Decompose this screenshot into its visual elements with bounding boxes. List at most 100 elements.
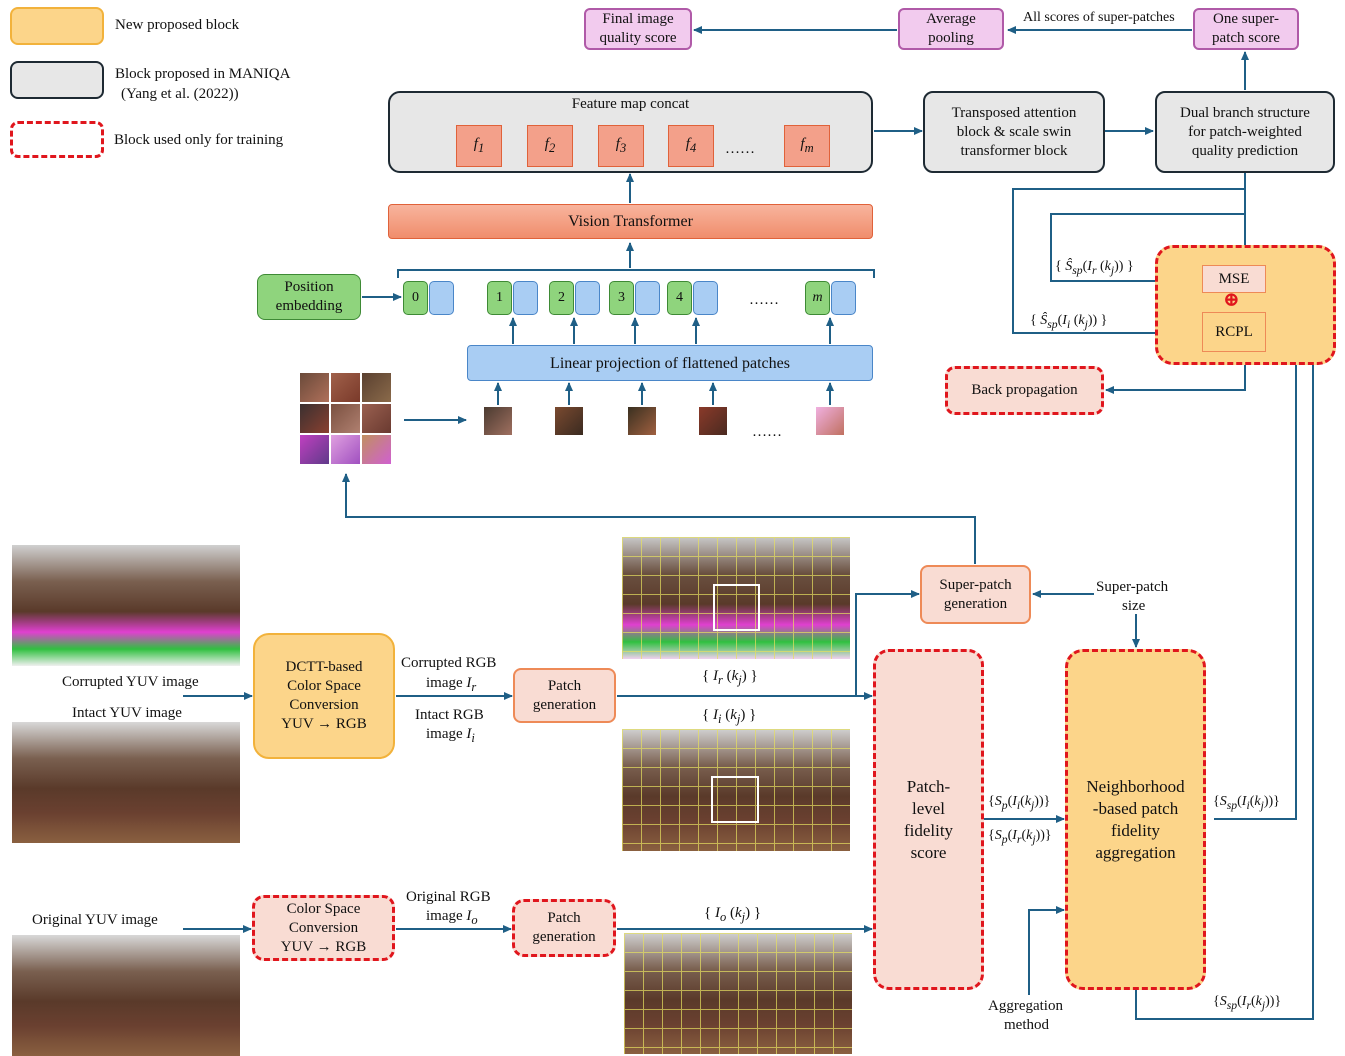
super-patch-size-line1: Super-patch	[1096, 579, 1169, 595]
patch-level-fidelity-box: Patch- level fidelity score	[873, 649, 984, 990]
intact-image	[12, 722, 240, 843]
dctt-line2: Color Space	[287, 678, 361, 694]
patch-thumb-1	[484, 407, 512, 435]
token-1-embed	[513, 281, 538, 315]
patch-thumb-2	[555, 407, 583, 435]
neighborhood-line2: -based patch	[1092, 798, 1179, 818]
patch-ellipsis: ……	[752, 424, 782, 440]
patch-thumb-4	[699, 407, 727, 435]
legend-new-block-swatch	[10, 7, 104, 45]
patch-level-line2: level	[911, 798, 946, 818]
corrupted-rgb-line1: Corrupted RGB	[401, 655, 497, 671]
csc-line3: YUV → RGB	[280, 938, 367, 955]
super-patch-gen-box: Super-patch generation	[920, 565, 1031, 624]
final-score-box: Final image quality score	[584, 8, 692, 50]
token-3: 3	[609, 281, 634, 315]
one-score-line1: One super-	[1213, 11, 1279, 27]
original-yuv-label: Original YUV image	[32, 912, 158, 928]
patch-gen-line2: generation	[532, 696, 597, 713]
token-m-label: m	[812, 290, 823, 305]
original-patch-grid	[624, 933, 852, 1054]
vision-transformer-label: Vision Transformer	[568, 213, 693, 230]
set-ir-label: { Ir (kj) }	[702, 668, 758, 687]
dual-branch-line2: for patch-weighted	[1188, 123, 1302, 140]
token-2: 2	[549, 281, 574, 315]
patch-gen-original-line1: Patch	[547, 910, 581, 926]
csc-line1: Color Space	[286, 900, 361, 917]
token-2-embed	[575, 281, 600, 315]
aggregation-method-line2: method	[1004, 1017, 1049, 1033]
token-ellipsis: ……	[749, 292, 779, 308]
all-scores-label: All scores of super-patches	[1023, 10, 1175, 25]
average-pooling-line2: pooling	[928, 30, 974, 46]
plus-icon: ⊕	[1223, 289, 1240, 311]
grid-cell	[331, 373, 360, 402]
grid-cell	[300, 404, 329, 433]
dctt-line3: Conversion	[289, 697, 359, 713]
grid-cell	[362, 373, 391, 402]
dual-branch-line1: Dual branch structure	[1180, 104, 1310, 121]
legend-training-label: Block used only for training	[114, 132, 284, 148]
patch-gen-original-box: Patch generation	[512, 899, 616, 957]
super-patch-size-line2: size	[1122, 598, 1146, 614]
patch-gen-box: Patch generation	[513, 668, 616, 723]
feature-ellipsis: ……	[725, 141, 755, 157]
mse-label: MSE	[1218, 270, 1250, 287]
intact-rgb-line1: Intact RGB	[415, 707, 484, 723]
average-pooling-line1: Average	[926, 11, 976, 27]
corrupted-patch-grid	[622, 537, 850, 659]
token-m: m	[805, 281, 830, 315]
token-0: 0	[403, 281, 428, 315]
aggregation-method-line1: Aggregation	[988, 998, 1063, 1014]
legend-maniqa-citation: (Yang et al. (2022))	[121, 86, 239, 102]
legend-new-block-label: New proposed block	[115, 17, 240, 33]
legend-training-swatch	[10, 121, 104, 158]
set-io-label: { Io (kj) }	[704, 905, 762, 924]
patch-gen-original-line2: generation	[532, 929, 596, 945]
grid-cell	[362, 404, 391, 433]
token-4-label: 4	[676, 290, 683, 305]
intact-patch-grid	[622, 729, 850, 851]
patch-thumb-m	[816, 407, 844, 435]
final-score-line1: Final image	[602, 11, 674, 27]
original-rgb-line1: Original RGB	[406, 889, 491, 905]
super-patch-gen-line1: Super-patch	[939, 576, 1012, 593]
label-s-hat-r: { Ŝsp(Ir (kj)) }	[1055, 259, 1134, 277]
transposed-line2: block & scale swin	[956, 123, 1072, 140]
dual-branch-box: Dual branch structure for patch-weighted…	[1155, 91, 1335, 173]
token-4-embed	[693, 281, 718, 315]
token-1-label: 1	[496, 290, 503, 305]
one-score-line2: patch score	[1212, 30, 1280, 46]
corrupted-rgb-line2: image Ir	[426, 675, 477, 694]
grid-overlay	[624, 933, 852, 1054]
super-patch-highlight	[711, 776, 759, 823]
token-1: 1	[487, 281, 512, 315]
ssp-ir-label: {Ssp(Ir(kj))}	[1213, 994, 1282, 1012]
sp-ii-label: {Sp(Ii(kj))}	[988, 794, 1051, 812]
neighborhood-aggregation-box: Neighborhood -based patch fidelity aggre…	[1065, 649, 1206, 990]
final-score-line2: quality score	[599, 30, 677, 46]
transposed-line3: transformer block	[960, 142, 1068, 159]
feature-concat-label: Feature map concat	[571, 96, 690, 112]
linear-projection-label: Linear projection of flattened patches	[550, 354, 790, 372]
one-score-box: One super- patch score	[1193, 8, 1299, 50]
original-image	[12, 935, 240, 1056]
dual-branch-line3: quality prediction	[1191, 142, 1299, 159]
patch-thumb-3	[628, 407, 656, 435]
neighborhood-line1: Neighborhood	[1086, 776, 1185, 796]
original-rgb-line2: image Io	[426, 908, 478, 927]
set-ii-label: { Ii (kj) }	[702, 707, 757, 726]
super-patch-highlight	[713, 584, 760, 631]
grid-cell	[300, 435, 329, 464]
color-space-box: Color Space Conversion YUV → RGB	[252, 895, 395, 961]
feature-f4: f4	[668, 125, 714, 167]
dctt-line4: YUV → RGB	[281, 716, 367, 732]
token-0-label: 0	[412, 290, 419, 305]
token-3-label: 3	[618, 290, 625, 305]
token-0-embed	[429, 281, 454, 315]
average-pooling-box: Average pooling	[898, 8, 1004, 50]
feature-f1: f1	[456, 125, 502, 167]
grid-cell	[362, 435, 391, 464]
patch-level-line3: fidelity	[903, 820, 954, 840]
feature-f3: f3	[598, 125, 644, 167]
